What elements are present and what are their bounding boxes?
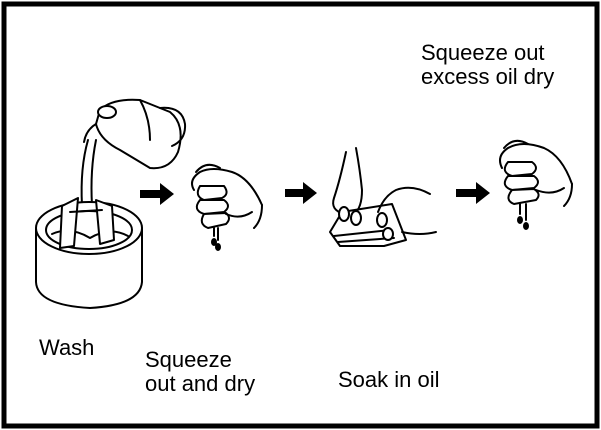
label-line: out and dry (145, 372, 255, 396)
label-line: Wash (39, 336, 94, 360)
label-line: Squeeze out (421, 41, 554, 65)
label-line: Soak in oil (338, 368, 440, 392)
soak-in-oil-step-label: Soak in oil (338, 368, 440, 392)
wash-step-label: Wash (39, 336, 94, 360)
squeeze-excess-oil-step-label: Squeeze out excess oil dry (421, 41, 554, 89)
squeeze-dry-step-label: Squeeze out and dry (145, 348, 255, 396)
label-line: Squeeze (145, 348, 255, 372)
label-line: excess oil dry (421, 65, 554, 89)
